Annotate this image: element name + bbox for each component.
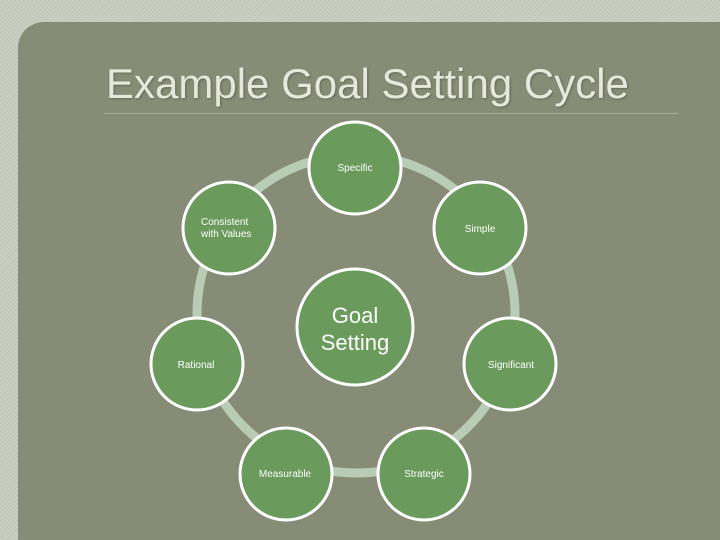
node-rational-label: Rational	[178, 360, 215, 371]
center-label-line2: Setting	[321, 330, 390, 355]
node-strategic-label: Strategic	[404, 469, 443, 480]
node-measurable-label: Measurable	[259, 469, 312, 480]
center-label-line1: Goal	[332, 303, 378, 328]
node-measurable	[238, 426, 334, 522]
title-divider	[104, 113, 678, 114]
node-significant	[462, 316, 558, 412]
node-rational	[149, 316, 245, 412]
node-specific-label: Specific	[337, 163, 372, 174]
node-significant-label: Significant	[488, 360, 534, 371]
node-strategic	[376, 426, 472, 522]
slide-title: Example Goal Setting Cycle	[106, 60, 629, 107]
node-consistent-label-line2: with Values	[200, 229, 251, 240]
node-simple-label: Simple	[465, 224, 496, 235]
node-simple	[432, 180, 528, 276]
node-consistent-label-line1: Consistent	[201, 217, 248, 228]
node-goal-setting-center	[295, 267, 415, 387]
node-consistent-with-values	[181, 180, 277, 276]
node-specific	[307, 120, 403, 216]
